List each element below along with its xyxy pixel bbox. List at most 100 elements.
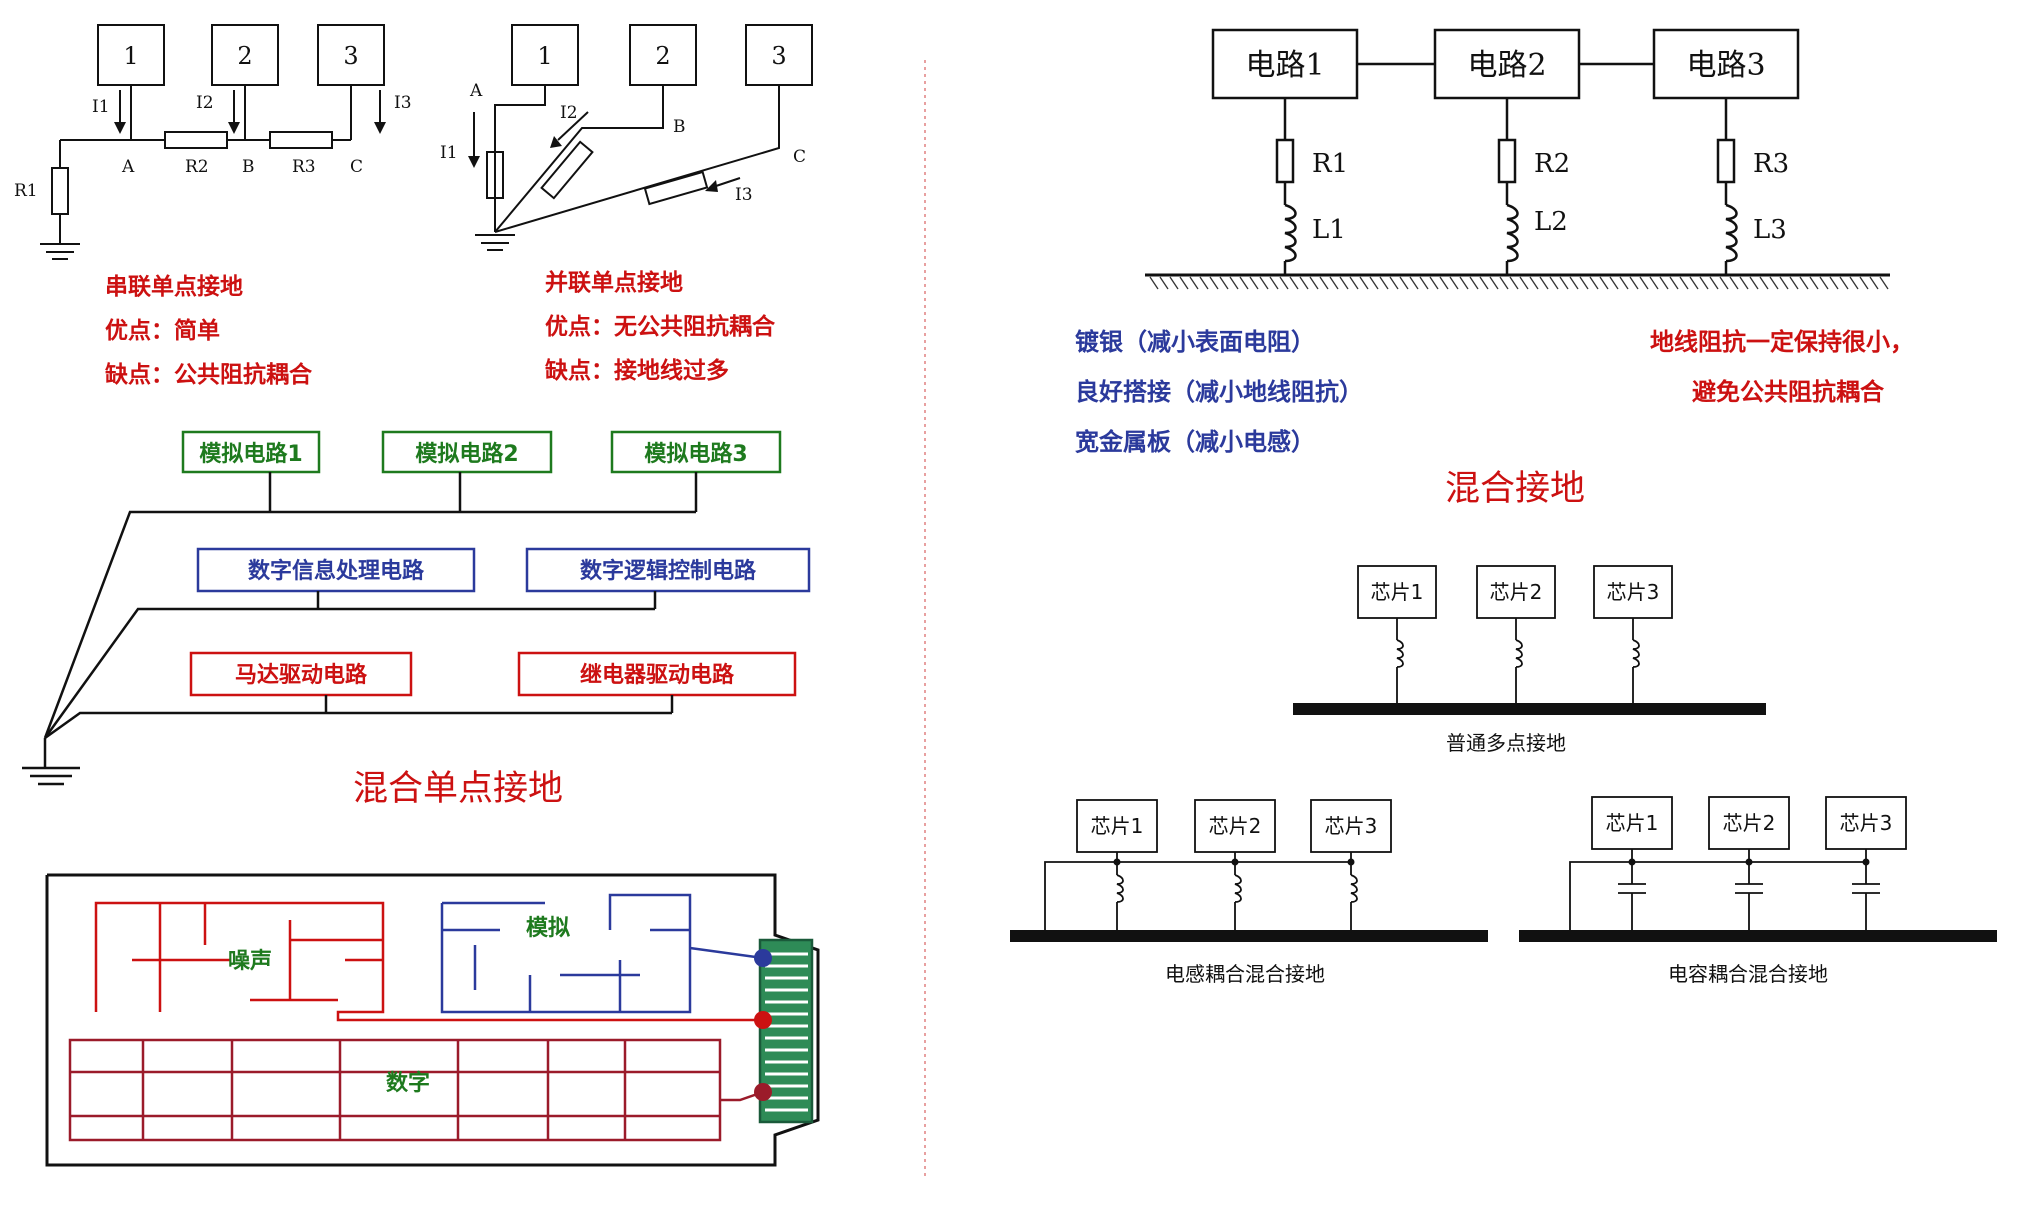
normal-ground-bar bbox=[1293, 703, 1766, 715]
ground-hatch-mark bbox=[1749, 276, 1759, 290]
series-box-2-label: 2 bbox=[237, 42, 252, 70]
ground-hatch-mark bbox=[1599, 276, 1609, 290]
capacitive-coupled-label: 电容耦合混合接地 bbox=[1668, 962, 1828, 986]
normal-chip-1: 芯片1 bbox=[1371, 580, 1424, 604]
ground-hatch-mark bbox=[1609, 276, 1619, 290]
pcb-noise-label: 噪声 bbox=[228, 949, 272, 974]
mixed-single-point-title: 混合单点接地 bbox=[353, 769, 563, 809]
parallel-box-1-label: 1 bbox=[537, 42, 552, 70]
ground-hatch-mark bbox=[1319, 276, 1329, 290]
series-resistor-r3 bbox=[269, 131, 333, 149]
series-node-a: A bbox=[121, 157, 135, 177]
multi-circuit-1: 电路1 bbox=[1245, 48, 1324, 83]
analog-circuit-1: 模拟电路1 bbox=[199, 441, 302, 467]
multi-l2-label: L2 bbox=[1534, 207, 1568, 237]
capacitive-chip-1: 芯片1 bbox=[1606, 811, 1659, 835]
ground-hatch-mark bbox=[1429, 276, 1439, 290]
ground-hatch-mark bbox=[1299, 276, 1309, 290]
parallel-pros: 优点：无公共阻抗耦合 bbox=[545, 313, 776, 340]
ground-hatch-mark bbox=[1249, 276, 1259, 290]
normal-multipoint-diagram bbox=[1357, 565, 1673, 703]
series-box-3-label: 3 bbox=[343, 42, 358, 70]
ground-hatch-mark bbox=[1369, 276, 1379, 290]
pcb-digital-label: 数字 bbox=[386, 1070, 430, 1096]
inductive-chip-2: 芯片2 bbox=[1209, 814, 1262, 838]
ground-hatch-mark bbox=[1519, 276, 1529, 290]
ground-hatch-mark bbox=[1619, 276, 1629, 290]
note-good-bonding: 良好搭接（减小地线阻抗） bbox=[1075, 378, 1363, 406]
ground-hatch-mark bbox=[1279, 276, 1289, 290]
multi-point-diagram bbox=[1145, 28, 1890, 277]
ground-hatch-mark bbox=[1529, 276, 1539, 290]
ground-hatch-mark bbox=[1819, 276, 1829, 290]
ground-hatch-mark bbox=[1149, 276, 1159, 290]
ground-hatch-mark bbox=[1219, 276, 1229, 290]
ground-hatch-mark bbox=[1419, 276, 1429, 290]
parallel-current-i2: I2 bbox=[560, 103, 578, 123]
multi-circuit-3: 电路3 bbox=[1686, 48, 1765, 83]
capacitive-ground-bar bbox=[1519, 930, 1997, 942]
ground-hatch-mark bbox=[1259, 276, 1269, 290]
analog-circuit-3: 模拟电路3 bbox=[644, 441, 747, 467]
series-ground-diagram bbox=[40, 24, 385, 260]
series-cons: 缺点：公共阻抗耦合 bbox=[105, 361, 313, 388]
multi-l3-label: L3 bbox=[1753, 215, 1787, 245]
capacitive-chip-3: 芯片3 bbox=[1840, 811, 1893, 835]
parallel-resistors bbox=[540, 140, 709, 206]
ground-hatch-mark bbox=[1849, 276, 1859, 290]
ground-hatch-mark bbox=[1349, 276, 1359, 290]
ground-hatch-mark bbox=[1879, 276, 1889, 290]
multi-l1-label: L1 bbox=[1312, 215, 1346, 245]
series-r2-label: R2 bbox=[185, 157, 209, 177]
ground-hatch-mark bbox=[1269, 276, 1279, 290]
inductive-coupled-label: 电感耦合混合接地 bbox=[1165, 962, 1325, 986]
ground-hatch-mark bbox=[1179, 276, 1189, 290]
ground-hatch-mark bbox=[1469, 276, 1479, 290]
parallel-node-a: A bbox=[469, 81, 483, 101]
ground-hatch-mark bbox=[1549, 276, 1559, 290]
note-ground-impedance: 地线阻抗一定保持很小， bbox=[1650, 328, 1914, 356]
series-pros: 优点：简单 bbox=[105, 317, 220, 344]
ground-hatch-mark bbox=[1729, 276, 1739, 290]
ground-hatch-mark bbox=[1629, 276, 1639, 290]
inductive-ground-bar bbox=[1010, 930, 1488, 942]
digital-info-circuit: 数字信息处理电路 bbox=[248, 558, 425, 584]
ground-hatch-mark bbox=[1779, 276, 1789, 290]
parallel-title: 并联单点接地 bbox=[545, 269, 683, 296]
ground-hatch-mark bbox=[1359, 276, 1369, 290]
ground-hatch-mark bbox=[1399, 276, 1409, 290]
series-resistor-r1 bbox=[51, 167, 69, 215]
pcb-layout-diagram bbox=[45, 873, 820, 1167]
note-silver-plating: 镀银（减小表面电阻） bbox=[1075, 328, 1315, 356]
ground-hatch-mark bbox=[1559, 276, 1569, 290]
parallel-current-i1: I1 bbox=[440, 143, 458, 163]
ground-hatch-mark bbox=[1869, 276, 1879, 290]
ground-hatch-mark bbox=[1449, 276, 1459, 290]
series-title: 串联单点接地 bbox=[105, 274, 243, 300]
pcb-analog-label: 模拟 bbox=[526, 916, 570, 941]
series-current-i1: I1 bbox=[92, 97, 110, 117]
mixed-ground-title: 混合接地 bbox=[1445, 469, 1585, 509]
series-box-1-label: 1 bbox=[123, 42, 138, 70]
ground-hatch-mark bbox=[1309, 276, 1319, 290]
ground-hatch-mark bbox=[1709, 276, 1719, 290]
ground-hatch-mark bbox=[1809, 276, 1819, 290]
multi-r1-label: R1 bbox=[1312, 149, 1348, 179]
ground-hatch-mark bbox=[1539, 276, 1549, 290]
ground-hatch-mark bbox=[1759, 276, 1769, 290]
ground-hatch-mark bbox=[1189, 276, 1199, 290]
ground-hatch-mark bbox=[1789, 276, 1799, 290]
normal-chip-2: 芯片2 bbox=[1490, 580, 1543, 604]
ground-hatch-mark bbox=[1739, 276, 1749, 290]
ground-hatch-mark bbox=[1169, 276, 1179, 290]
parallel-cons: 缺点：接地线过多 bbox=[545, 357, 729, 384]
ground-hatch-mark bbox=[1509, 276, 1519, 290]
ground-hatch-mark bbox=[1839, 276, 1849, 290]
series-current-i3: I3 bbox=[394, 93, 412, 113]
multi-point-ground-hatch bbox=[1149, 276, 1889, 290]
series-resistor-r2 bbox=[164, 131, 228, 149]
ground-hatch-mark bbox=[1389, 276, 1399, 290]
ground-hatch-mark bbox=[1719, 276, 1729, 290]
ground-hatch-mark bbox=[1639, 276, 1649, 290]
